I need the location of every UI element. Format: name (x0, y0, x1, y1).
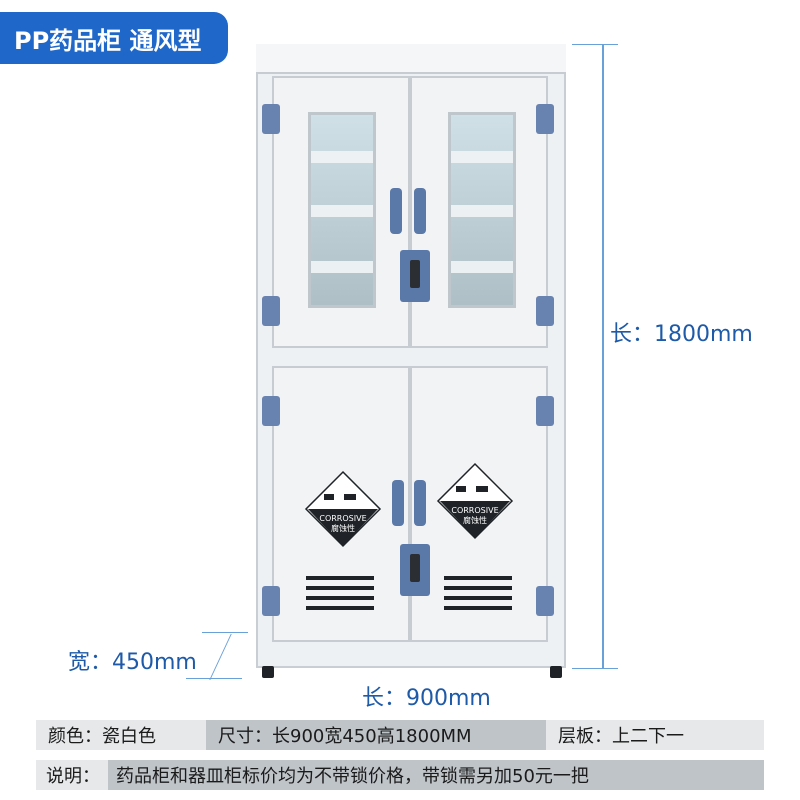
lower-left-handle[interactable] (392, 480, 404, 526)
depth-dimension: 宽：450mm (68, 650, 197, 675)
upper-right-glass (448, 112, 516, 308)
corrosive-label-en: CORROSIVE (451, 506, 499, 515)
spec-note-label: 说明： (36, 760, 108, 790)
lock-icon (410, 554, 420, 582)
hinge-upper-right-bottom (536, 296, 554, 326)
vent-right-2 (444, 586, 512, 590)
hinge-upper-left-top (262, 104, 280, 134)
spec-size: 尺寸：长900宽450高1800MM (206, 720, 546, 750)
spec-color: 颜色：瓷白色 (36, 720, 206, 750)
vent-left-3 (306, 596, 374, 600)
depth-line-slant (209, 634, 232, 680)
lower-right-handle[interactable] (414, 480, 426, 526)
title-text: PP药品柜 通风型 (14, 26, 202, 55)
hinge-lower-right-bottom (536, 586, 554, 616)
upper-left-door (272, 76, 410, 348)
cabinet-top (256, 44, 566, 74)
upper-lock[interactable] (400, 250, 430, 302)
spec-row-2: 说明： 药品柜和器皿柜标价均为不带锁价格，带锁需另加50元一把 (36, 760, 764, 790)
upper-left-glass (308, 112, 376, 308)
vent-right-4 (444, 606, 512, 610)
depth-line-top (202, 632, 248, 633)
hinge-upper-right-top (536, 104, 554, 134)
height-dimension: 长：1800mm (610, 322, 753, 347)
height-line-top (572, 44, 618, 45)
lower-lock[interactable] (400, 544, 430, 596)
corrosive-label-en: CORROSIVE (319, 514, 367, 523)
spec-row-1: 颜色：瓷白色 尺寸：长900宽450高1800MM 层板：上二下一 (36, 720, 764, 750)
hinge-lower-left-top (262, 396, 280, 426)
lock-icon (410, 260, 420, 288)
vent-left-1 (306, 576, 374, 580)
vent-left-4 (306, 606, 374, 610)
hinge-upper-left-bottom (262, 296, 280, 326)
pp-cabinet: CORROSIVE 腐蚀性 CORROSIVE 腐蚀性 (256, 44, 566, 678)
corrosive-warning-right: CORROSIVE 腐蚀性 (436, 462, 514, 540)
vent-left-2 (306, 586, 374, 590)
hinge-lower-right-top (536, 396, 554, 426)
vent-right-3 (444, 596, 512, 600)
corrosive-label-cn: 腐蚀性 (463, 516, 487, 525)
foot-left (262, 666, 274, 678)
depth-line-bottom (186, 678, 242, 679)
hinge-lower-left-bottom (262, 586, 280, 616)
spec-layers: 层板：上二下一 (546, 720, 764, 750)
foot-right (550, 666, 562, 678)
vent-right-1 (444, 576, 512, 580)
corrosive-label-cn: 腐蚀性 (331, 524, 355, 533)
height-line (602, 44, 604, 668)
upper-left-handle[interactable] (390, 188, 402, 234)
width-dimension: 长：900mm (362, 686, 491, 711)
corrosive-warning-left: CORROSIVE 腐蚀性 (304, 470, 382, 548)
upper-right-handle[interactable] (414, 188, 426, 234)
title-badge: PP药品柜 通风型 (0, 12, 228, 64)
spec-note-value: 药品柜和器皿柜标价均为不带锁价格，带锁需另加50元一把 (108, 760, 764, 790)
upper-right-door (410, 76, 548, 348)
height-line-bottom (572, 668, 618, 669)
